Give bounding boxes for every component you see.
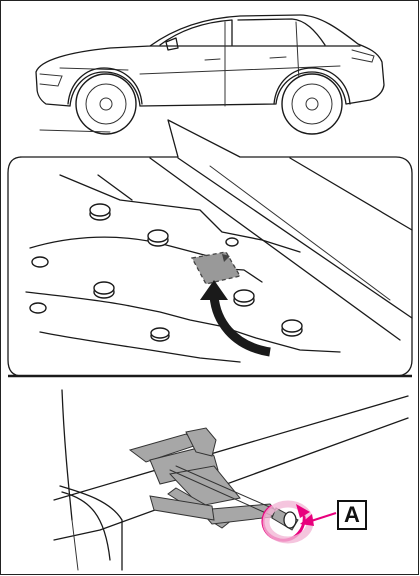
underfloor-view: [26, 158, 412, 362]
jack-view: [54, 390, 408, 570]
rear-wheel: [282, 74, 342, 134]
jack-location-marker: [192, 252, 240, 284]
scissor-jack: [130, 428, 280, 528]
front-wheel: [76, 74, 136, 134]
callout-label-a: A: [337, 500, 367, 530]
vehicle-illustration: [36, 15, 384, 134]
